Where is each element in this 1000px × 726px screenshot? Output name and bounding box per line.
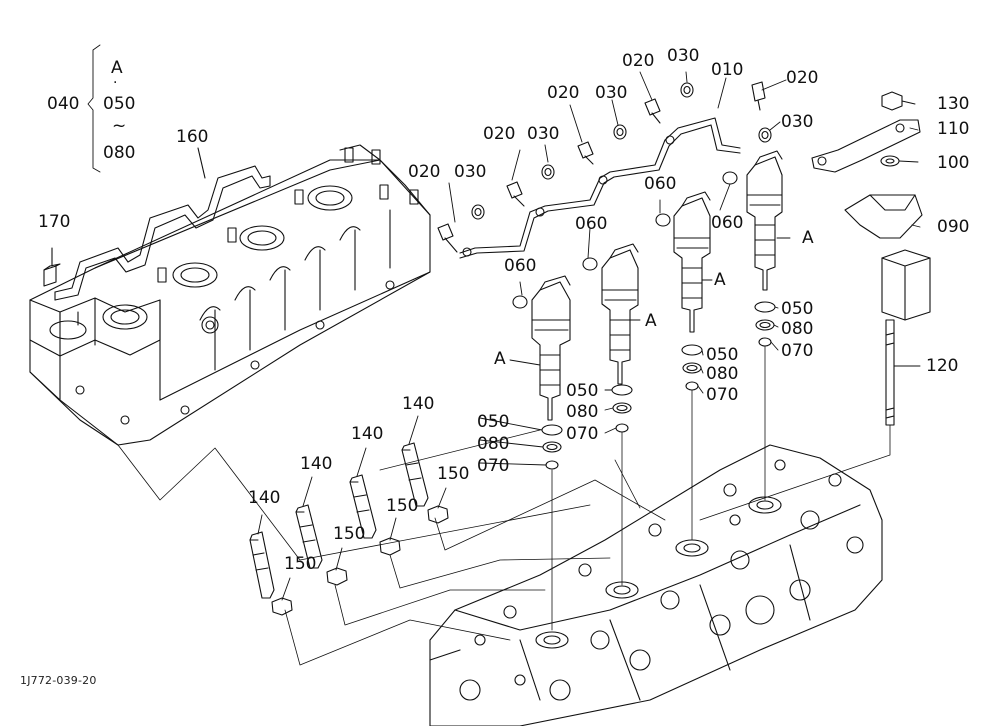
callout-030-a: 030 [454, 162, 487, 182]
callout-140-c: 140 [351, 424, 384, 444]
callout-020-e: 020 [786, 68, 819, 88]
injector-3 [673, 191, 711, 333]
callout-150-d: 150 [437, 464, 470, 484]
glow-plug-4 [401, 442, 429, 507]
glow-plug-2 [295, 504, 323, 569]
stud-120 [885, 319, 895, 426]
callout-leaders [87, 44, 921, 601]
seal-stack-4 [754, 301, 776, 347]
nut-130 [881, 91, 903, 111]
bolt-170 [43, 263, 61, 287]
clamp-plate-110 [811, 119, 921, 173]
cylinder-head [429, 444, 883, 726]
clamp-090 [844, 194, 923, 239]
group-range-to: 080 [103, 143, 136, 163]
callout-100: 100 [937, 153, 970, 173]
leader-160 [197, 147, 206, 179]
callout-030-c: 030 [595, 83, 628, 103]
harness-bracket-160 [54, 165, 271, 301]
seal-stack-2 [611, 384, 633, 433]
banjo-bolts-020 [437, 81, 766, 253]
callout-080-a: 080 [477, 434, 510, 454]
group-marker-a-4: A [802, 228, 814, 248]
callout-010: 010 [711, 60, 744, 80]
group-marker-a-3: A [714, 270, 726, 290]
group-marker-a-1: A [494, 349, 506, 369]
callout-020-d: 020 [622, 51, 655, 71]
callout-050-a: 050 [477, 412, 510, 432]
callout-150-c: 150 [386, 496, 419, 516]
injector-4 [746, 150, 783, 291]
callout-040: 040 [47, 94, 80, 114]
spacer-block [881, 249, 931, 321]
callout-030-d: 030 [667, 46, 700, 66]
callout-070-c: 070 [706, 385, 739, 405]
callout-120: 120 [926, 356, 959, 376]
callout-060-a: 060 [504, 256, 537, 276]
callout-060-b: 060 [575, 214, 608, 234]
callout-140-d: 140 [402, 394, 435, 414]
callout-050-b: 050 [566, 381, 599, 401]
seal-stack-3 [681, 344, 703, 391]
injector-1 [531, 275, 571, 421]
callout-020-a: 020 [408, 162, 441, 182]
glow-plug-1 [249, 531, 275, 599]
callout-030-e: 030 [781, 112, 814, 132]
callout-090: 090 [937, 217, 970, 237]
callout-130: 130 [937, 94, 970, 114]
callout-030-b: 030 [527, 124, 560, 144]
washer-100 [880, 155, 900, 167]
callout-080-c: 080 [706, 364, 739, 384]
callout-150-b: 150 [333, 524, 366, 544]
callout-050-d: 050 [781, 299, 814, 319]
fuel-return-pipe-010 [459, 117, 741, 259]
callout-070-d: 070 [781, 341, 814, 361]
injector-2 [601, 243, 639, 385]
cylinder-head-cover [29, 144, 431, 446]
callout-070-b: 070 [566, 424, 599, 444]
callout-060-c: 060 [644, 174, 677, 194]
callout-140-a: 140 [248, 488, 281, 508]
callout-110: 110 [937, 119, 970, 139]
assembly-lines [117, 345, 891, 666]
callout-160: 160 [176, 127, 209, 147]
glow-plug-3 [349, 474, 377, 539]
callout-070-a: 070 [477, 456, 510, 476]
callout-150-a: 150 [284, 554, 317, 574]
o-rings-060 [512, 171, 738, 309]
group-range-tilde: ~ [112, 116, 127, 136]
seal-stack-1 [541, 424, 563, 470]
callout-080-d: 080 [781, 319, 814, 339]
diagram-code: 1J772-039-20 [20, 674, 97, 687]
callout-020-b: 020 [483, 124, 516, 144]
callout-170: 170 [38, 212, 71, 232]
group-range-from: 050 [103, 94, 136, 114]
group-range-separator: · [113, 75, 118, 91]
group-range-marker: A [111, 58, 123, 78]
callout-060-d: 060 [711, 213, 744, 233]
callout-020-c: 020 [547, 83, 580, 103]
gaskets-030 [471, 82, 772, 220]
callout-080-b: 080 [566, 402, 599, 422]
group-marker-a-2: A [645, 311, 657, 331]
callout-140-b: 140 [300, 454, 333, 474]
callout-050-c: 050 [706, 345, 739, 365]
